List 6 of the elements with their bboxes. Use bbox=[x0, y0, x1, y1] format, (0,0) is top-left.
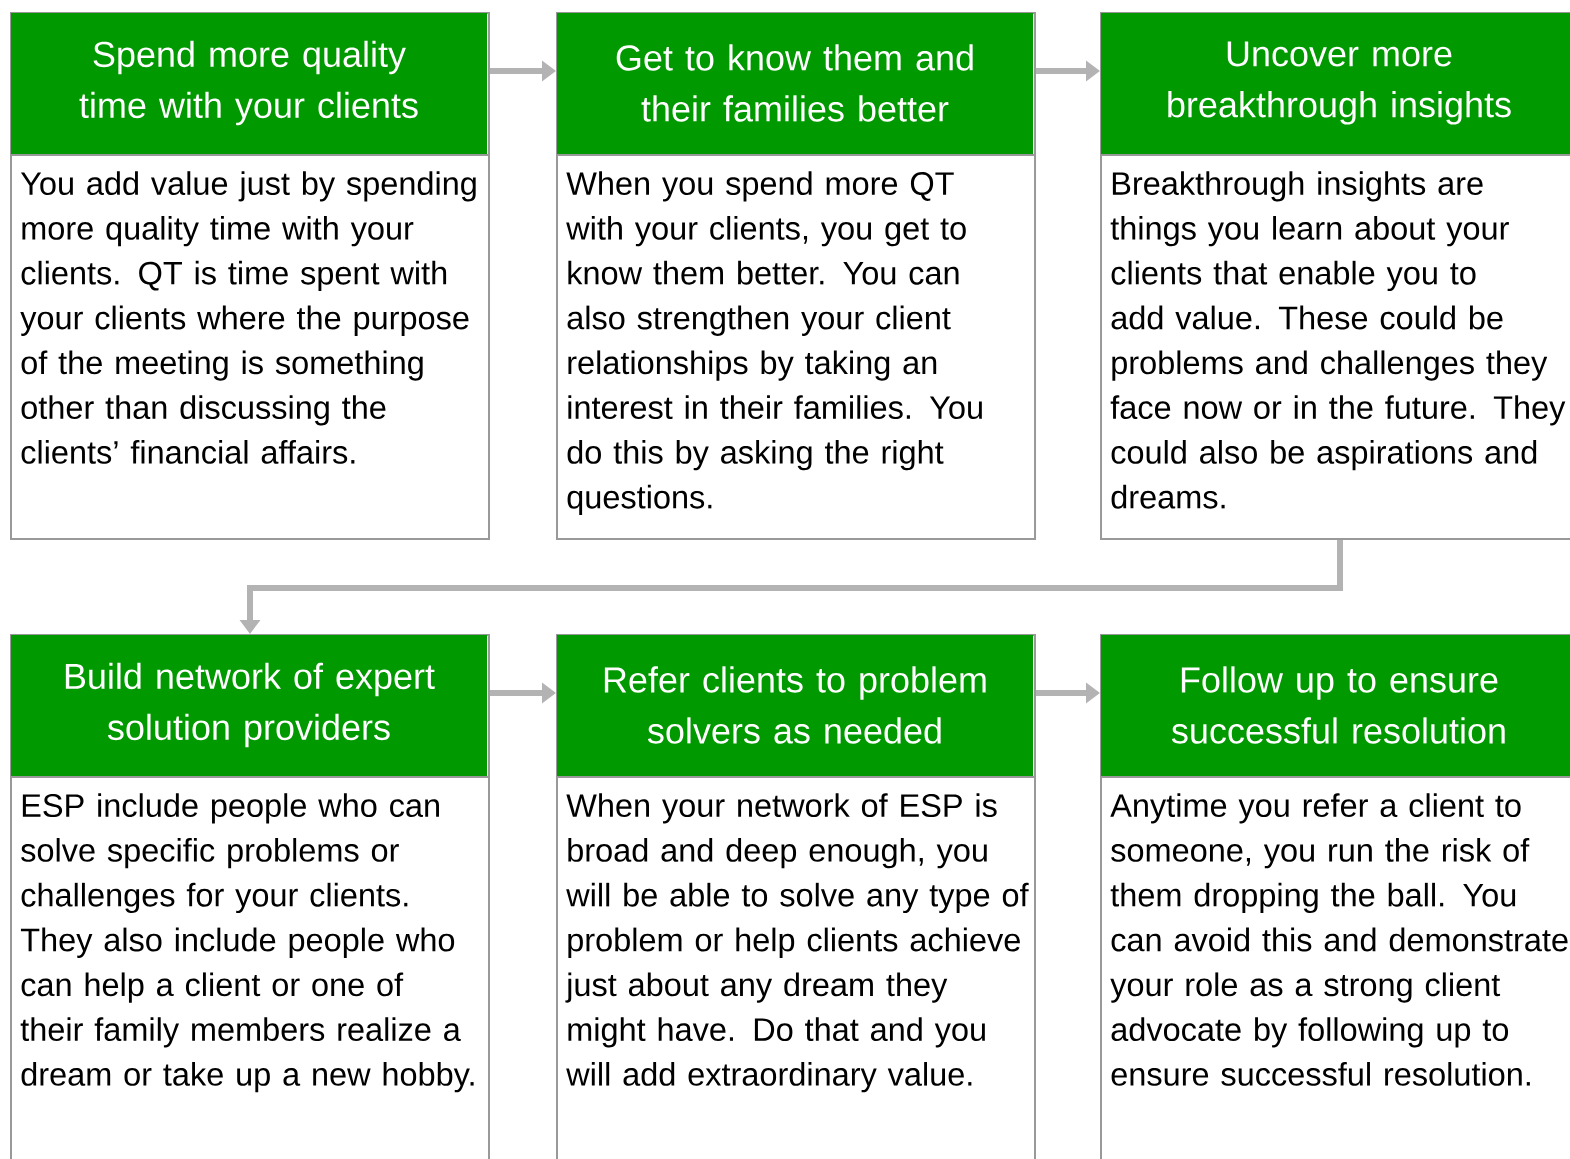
step-card: Build network of expert solution providers ESP include people who can solve specific problems or challenges for your clients. They also include people who can help a client or one of their family members realize a dream or take up a new hobby. bbox=[9, 634, 490, 1159]
step-card: Follow up to ensure successful resolution Anytime you refer a client to someone, you run the risk of them dropping the ball. You can avoid this and demonstrate your role as a strong client advocate by following up to ensure successful resolution. bbox=[1099, 634, 1570, 1159]
step-card: Spend more quality time with your clients You add value just by spending more quality time with your clients. QT is time spent with your clients where the purpose of the meeting is something other than discussing the clients’ financial affairs. bbox=[9, 12, 490, 540]
step-card: Uncover more breakthrough insights Breakthrough insights are things you learn about your clients that enable you to add value. These could be problems and challenges they face now or in the future. They could also be aspirations and dreams. bbox=[1099, 12, 1570, 540]
step-card: Refer clients to problem solvers as needed When your network of ESP is broad and deep enough, you will be able to solve any type of problem or help clients achieve just about any dream they might have. Do that and you will add extraordinary value. bbox=[555, 634, 1036, 1159]
step-card: Get to know them and their families better When you spend more QT with your clients, you get to know them better. You can also strengthen your client relationships by taking an interest in their families. You do this by asking the right questions. bbox=[555, 12, 1036, 540]
